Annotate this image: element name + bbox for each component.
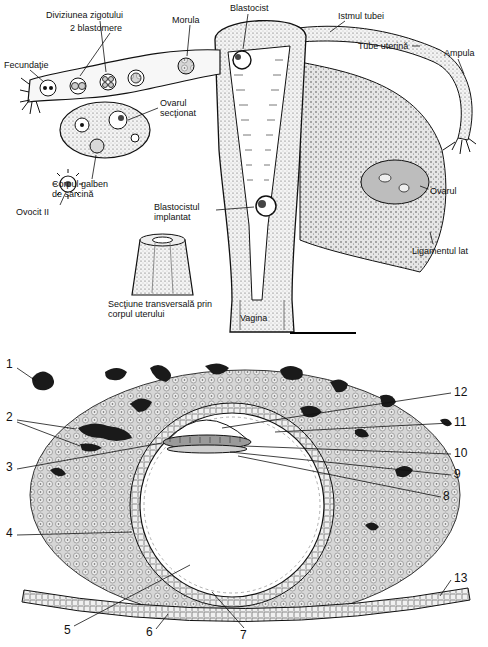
part-label: Vagina (240, 313, 267, 323)
callout-number: 4 (6, 527, 13, 540)
callout-number: 8 (443, 490, 450, 503)
part-label: Blastocistul implantat (154, 202, 214, 222)
part-label: Morula (172, 15, 200, 25)
part-label: Istmul tubei (338, 11, 384, 21)
part-label: Corpul galben de sarcină (52, 179, 118, 199)
callout-number: 13 (454, 572, 467, 585)
callout-number: 11 (454, 416, 466, 429)
callout-number: 7 (240, 629, 247, 642)
part-label: Tube uterină (358, 41, 408, 51)
part-label: 2 blastomere (70, 23, 122, 33)
callout-number: 1 (6, 358, 13, 371)
callout-number: 12 (454, 386, 467, 399)
part-label: Ligamentul lat (412, 246, 468, 256)
callout-number: 2 (6, 411, 13, 424)
callout-number: 5 (64, 624, 71, 637)
part-label: Blastocist (230, 3, 269, 13)
callout-number: 10 (454, 447, 467, 460)
part-label: Secţiune transversală prin corpul uterul… (108, 299, 220, 319)
callout-number: 6 (146, 626, 153, 639)
part-label: Ovarul (430, 186, 457, 196)
part-label: Ovocit II (16, 207, 49, 217)
part-label: Ovarul secţionat (160, 98, 214, 118)
callout-number: 3 (6, 461, 13, 474)
part-label: Diviziunea zigotului (46, 10, 123, 20)
part-label: Ampula (444, 48, 475, 58)
callout-number: 9 (454, 468, 461, 481)
part-label: Fecundaţie (4, 60, 49, 70)
